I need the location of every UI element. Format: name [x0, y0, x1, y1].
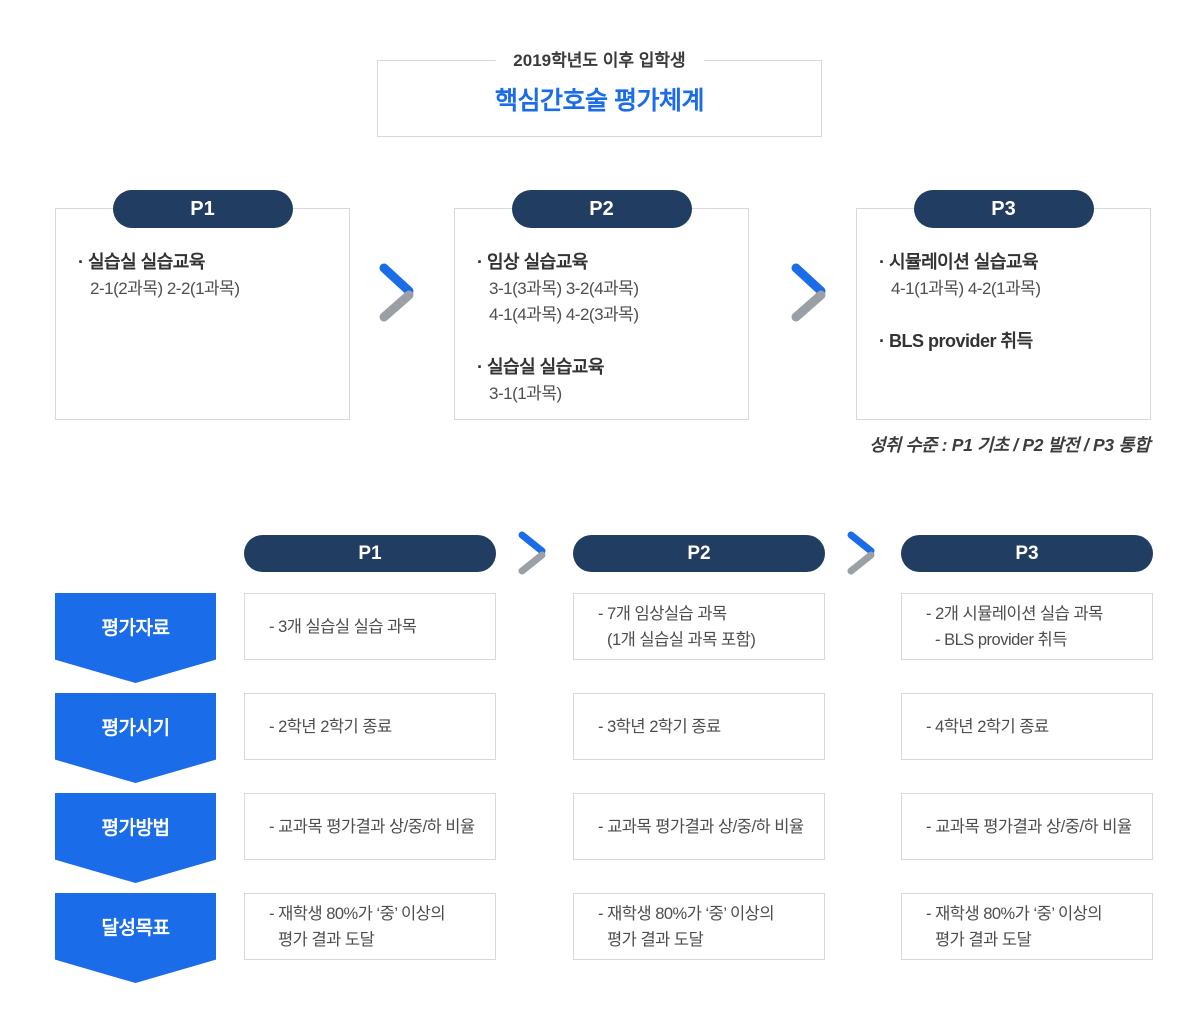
- title-box: 2019학년도 이후 입학생 핵심간호술 평가체계: [377, 48, 822, 137]
- phase-item: · 실습실 실습교육 3-1(1과목): [477, 354, 728, 407]
- matrix-column-pill: P3: [901, 535, 1153, 572]
- matrix-cell-line: - 3개 실습실 실습 과목: [269, 617, 417, 636]
- phase-item-title: · 시뮬레이션 실습교육: [879, 252, 1039, 272]
- matrix-cell-line: - 교과목 평가결과 상/중/하 비율: [269, 817, 475, 836]
- phase-box: P3 · 시뮬레이션 실습교육 4-1(1과목) 4-2(1과목) · BLS …: [856, 190, 1151, 420]
- matrix-cell: - 교과목 평가결과 상/중/하 비율: [901, 793, 1153, 860]
- phase-body: · 시뮬레이션 실습교육 4-1(1과목) 4-2(1과목) · BLS pro…: [857, 209, 1150, 355]
- matrix-cell-line: (1개 실습실 과목 포함): [607, 630, 756, 649]
- phase-item: · 시뮬레이션 실습교육 4-1(1과목) 4-2(1과목): [879, 249, 1130, 302]
- phase-item: · 실습실 실습교육 2-1(2과목) 2-2(1과목): [78, 249, 329, 302]
- matrix-cell-line: - 3학년 2학기 종료: [598, 717, 721, 736]
- matrix-cell-line: - 7개 임상실습 과목: [598, 604, 727, 623]
- phase-box: P2 · 임상 실습교육 3-1(3과목) 3-2(4과목) 4-1(4과목) 4…: [454, 190, 749, 420]
- matrix-cell-line: - 재학생 80%가 ‘중’ 이상의: [926, 904, 1103, 923]
- phase-item-lines: 3-1(3과목) 3-2(4과목) 4-1(4과목) 4-2(3과목): [477, 276, 728, 328]
- phase-item-lines: 3-1(1과목): [477, 381, 728, 407]
- matrix-column-pill: P2: [573, 535, 825, 572]
- matrix-cell: - 교과목 평가결과 상/중/하 비율: [573, 793, 825, 860]
- matrix-cell: - 7개 임상실습 과목 (1개 실습실 과목 포함): [573, 593, 825, 660]
- matrix-cell-line: - 4학년 2학기 종료: [926, 717, 1049, 736]
- phase-box: P1 · 실습실 실습교육 2-1(2과목) 2-2(1과목): [55, 190, 350, 420]
- phase-item-line: 3-1(3과목) 3-2(4과목): [489, 279, 639, 298]
- matrix-column-pill: P1: [244, 535, 496, 572]
- matrix-row-label: 평가자료: [55, 593, 216, 683]
- achievement-level-note: 성취 수준 : P1 기초 / P2 발전 / P3 통합: [869, 435, 1150, 455]
- chevron-right-icon: [791, 263, 826, 322]
- phase-item-title: · BLS provider 취득: [879, 331, 1033, 351]
- phase-item-title: · 임상 실습교육: [477, 252, 588, 272]
- chevron-right-icon: [847, 531, 875, 575]
- matrix-cell: - 교과목 평가결과 상/중/하 비율: [244, 793, 496, 860]
- chevron-right-icon: [518, 531, 546, 575]
- phase-pill: P3: [913, 190, 1094, 228]
- matrix-row: 평가자료 - 3개 실습실 실습 과목 - 7개 임상실습 과목 (1개 실습실 과…: [0, 593, 1200, 683]
- phase-item-title: · 실습실 실습교육: [477, 357, 604, 377]
- matrix-cell-line: - 교과목 평가결과 상/중/하 비율: [598, 817, 804, 836]
- matrix-cell-line: - BLS provider 취득: [935, 630, 1067, 649]
- phase-item-line: 4-1(4과목) 4-2(3과목): [489, 305, 639, 324]
- matrix-cell-line: 평가 결과 도달: [935, 930, 1032, 949]
- phase-body: · 임상 실습교육 3-1(3과목) 3-2(4과목) 4-1(4과목) 4-2(…: [455, 209, 748, 407]
- phase-item-lines: 2-1(2과목) 2-2(1과목): [78, 276, 329, 302]
- matrix-cell-line: - 2개 시뮬레이션 실습 과목: [926, 604, 1103, 623]
- phase-item: · BLS provider 취득: [879, 328, 1130, 355]
- phase-pill-label: P2: [589, 197, 614, 220]
- matrix-row-label: 달성목표: [55, 893, 216, 983]
- matrix-row: 평가시기 - 2학년 2학기 종료 - 3학년 2학기 종료 - 4학년 2학기 종…: [0, 693, 1200, 783]
- phase-pill: P1: [112, 190, 293, 228]
- phase-item-line: 2-1(2과목) 2-2(1과목): [90, 279, 240, 298]
- phase-item-line: 4-1(1과목) 4-2(1과목): [891, 279, 1041, 298]
- phase-item-lines: 4-1(1과목) 4-2(1과목): [879, 276, 1130, 302]
- matrix-cell: - 3개 실습실 실습 과목: [244, 593, 496, 660]
- matrix-cell-line: - 재학생 80%가 ‘중’ 이상의: [598, 904, 775, 923]
- matrix-cell-line: 평가 결과 도달: [278, 930, 375, 949]
- matrix-cell: - 4학년 2학기 종료: [901, 693, 1153, 760]
- matrix-cell: - 3학년 2학기 종료: [573, 693, 825, 760]
- matrix-cell-line: - 2학년 2학기 종료: [269, 717, 392, 736]
- phase-item-title: · 실습실 실습교육: [78, 252, 205, 272]
- page-title: 핵심간호술 평가체계: [495, 86, 704, 115]
- matrix-cell-line: - 교과목 평가결과 상/중/하 비율: [926, 817, 1132, 836]
- matrix-cell: - 2개 시뮬레이션 실습 과목 - BLS provider 취득: [901, 593, 1153, 660]
- phase-body: · 실습실 실습교육 2-1(2과목) 2-2(1과목): [56, 209, 349, 302]
- matrix-row-label: 평가시기: [55, 693, 216, 783]
- phase-pill-label: P1: [190, 197, 215, 220]
- matrix-row-label: 평가방법: [55, 793, 216, 883]
- matrix-cell: - 2학년 2학기 종료: [244, 693, 496, 760]
- chevron-right-icon: [379, 263, 414, 322]
- phase-item-line: 3-1(1과목): [489, 384, 562, 403]
- matrix-cell-line: - 재학생 80%가 ‘중’ 이상의: [269, 904, 446, 923]
- phase-pill: P2: [511, 190, 692, 228]
- title-eyebrow: 2019학년도 이후 입학생: [495, 48, 704, 74]
- phase-item: · 임상 실습교육 3-1(3과목) 3-2(4과목) 4-1(4과목) 4-2(…: [477, 249, 728, 328]
- phase-pill-label: P3: [991, 197, 1016, 220]
- matrix-row: 평가방법 - 교과목 평가결과 상/중/하 비율 - 교과목 평가결과 상/중/하…: [0, 793, 1200, 883]
- matrix-cell-line: 평가 결과 도달: [607, 930, 704, 949]
